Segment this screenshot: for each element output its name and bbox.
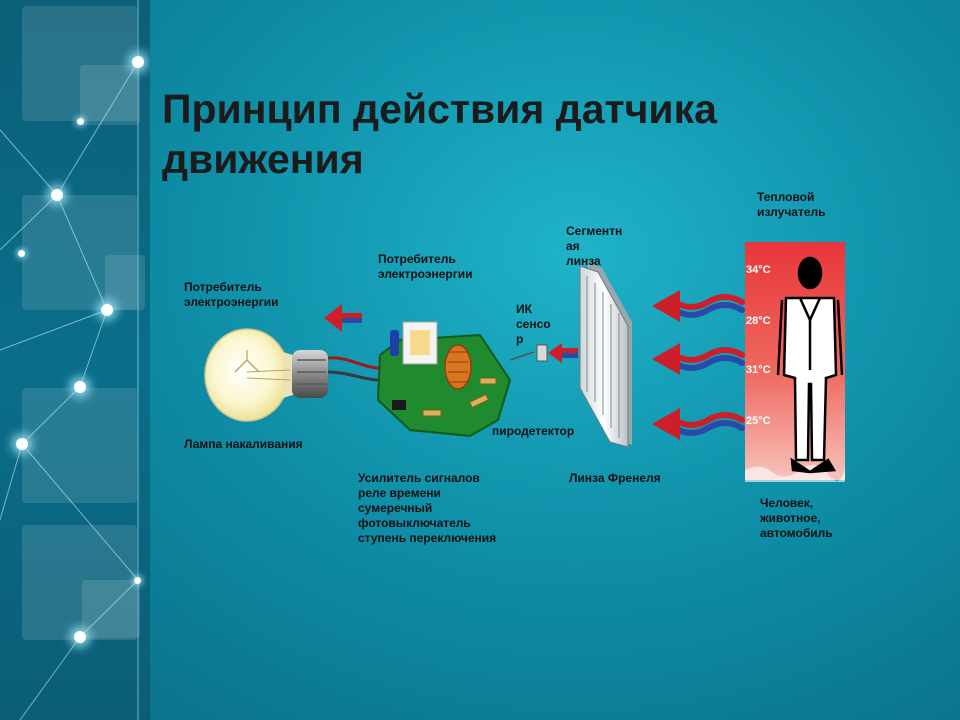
decor-tile: [22, 388, 137, 503]
ir-sensor-component: [509, 344, 548, 362]
decor-glow-node: [18, 250, 25, 257]
decor-glow-node: [132, 56, 144, 68]
temp-label-3: 31°C: [746, 364, 771, 376]
decor-tile: [82, 580, 140, 638]
temp-label-1: 34°C: [746, 264, 771, 276]
heat-wave-arrow: [652, 343, 745, 375]
capacitor: [390, 330, 399, 356]
human-figure: [776, 256, 844, 474]
decor-glow-node: [74, 381, 86, 393]
segment-lens-label: Сегментн ая линза: [566, 224, 623, 268]
consumer-label-top: Потребитель электроэнергии: [378, 252, 473, 281]
resistor: [468, 393, 490, 409]
decor-glow-node: [51, 189, 63, 201]
chip: [392, 400, 406, 410]
temp-label-4: 25°C: [746, 415, 771, 427]
ir-sensor-label: ИК сенсо р: [516, 302, 551, 346]
decor-glow-node: [74, 631, 86, 643]
decor-glow-node: [77, 118, 84, 125]
amplifier-label: Усилитель сигналов реле времени сумеречн…: [358, 471, 497, 545]
heat-wave-arrow: [652, 408, 745, 440]
decorative-side-panel: [0, 0, 150, 720]
lamp-label: Лампа накаливания: [184, 437, 303, 451]
fresnel-lens-label: Линза Френеля: [569, 471, 661, 485]
consumer-label-left: Потребитель электроэнергии: [184, 280, 279, 309]
targets-label: Человек, животное, автомобиль: [760, 496, 833, 540]
light-bulb: [204, 328, 328, 422]
page-title: Принцип действия датчика движения: [162, 86, 717, 182]
decor-glow-node: [101, 304, 113, 316]
decor-tile: [22, 195, 137, 310]
decor-glow-node: [16, 438, 28, 450]
relay-housing: [402, 321, 438, 365]
resistor: [479, 377, 497, 385]
decor-glow-node: [134, 577, 141, 584]
circuit-board: [376, 321, 512, 438]
temp-label-2: 28°C: [746, 315, 771, 327]
output-arrow: [324, 304, 362, 332]
ir-sensor-arrow: [548, 343, 578, 363]
heat-wave-arrow: [652, 290, 745, 322]
fresnel-lens: [579, 262, 632, 448]
relay-contacts: [410, 330, 430, 355]
decor-tile: [22, 6, 137, 121]
resistor: [422, 409, 442, 417]
heat-wave-arrows: [652, 290, 745, 440]
decor-tile: [22, 525, 137, 640]
heat-source-label: Тепловой излучатель: [757, 190, 826, 219]
decor-network-lines: [0, 0, 139, 720]
pyrodetector-label: пиродетектор: [492, 424, 575, 438]
relay-coil: [444, 344, 472, 390]
